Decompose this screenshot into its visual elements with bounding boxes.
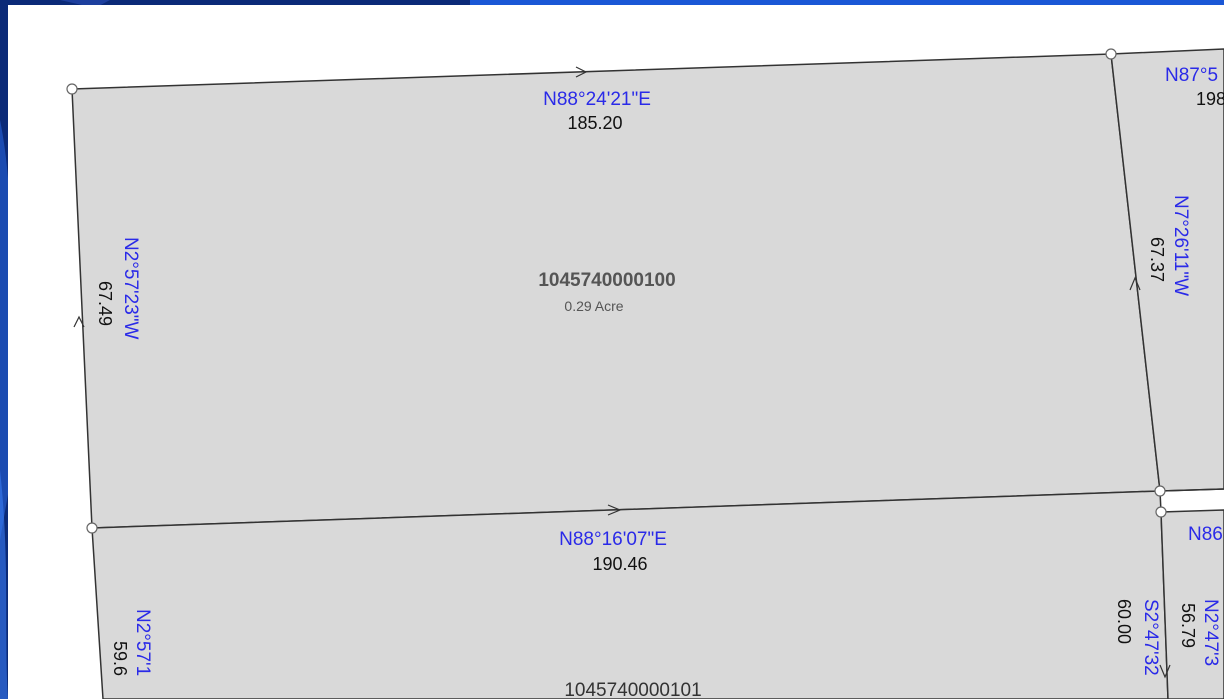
- parcel-2-left-distance-label: 59.6: [110, 641, 130, 677]
- partial-bearing-label: N2°47'3: [1200, 599, 1221, 667]
- direction-arrow: [607, 504, 622, 516]
- parcel-map[interactable]: [8, 5, 1224, 699]
- parcel-shape-east-lower[interactable]: [1160, 509, 1224, 699]
- right-distance-label: 67.37: [1147, 237, 1167, 283]
- right-bearing-label: N7°26'11"W: [1170, 195, 1191, 297]
- parcel-shape-east-upper[interactable]: [1110, 48, 1224, 492]
- parcel-id-label[interactable]: 1045740000101: [564, 680, 702, 699]
- direction-arrow: [73, 315, 85, 328]
- corner-vertex[interactable]: [66, 83, 78, 95]
- bottom-distance-label: 190.46: [592, 554, 648, 574]
- corner-vertex[interactable]: [1155, 506, 1167, 518]
- map-viewport[interactable]: N88°24'21"E 185.20 1045740000100 0.29 Ac…: [8, 5, 1224, 699]
- parcel-shape-1045740000101[interactable]: [91, 490, 1169, 699]
- parcel-2-right-distance-label: 60.00: [1114, 599, 1134, 645]
- partial-bearing-label: N87°5: [1165, 65, 1219, 86]
- partial-bearing-label: N86: [1188, 524, 1223, 545]
- parcel-2-right-bearing-label: S2°47'32: [1140, 599, 1161, 676]
- partial-distance-label: 56.79: [1178, 603, 1198, 649]
- parcel-2-left-bearing-label: N2°57'1: [132, 609, 153, 677]
- corner-vertex[interactable]: [1105, 48, 1117, 60]
- direction-arrow: [1159, 664, 1171, 679]
- left-bearing-label: N2°57'23"W: [120, 237, 141, 340]
- top-distance-label: 185.20: [567, 113, 623, 133]
- direction-arrow: [575, 66, 588, 78]
- bottom-bearing-label: N88°16'07"E: [559, 529, 667, 550]
- corner-vertex[interactable]: [1154, 485, 1166, 497]
- partial-distance-label: 198: [1196, 89, 1224, 109]
- top-bearing-label: N88°24'21"E: [543, 89, 651, 110]
- parcel-area-label: 0.29 Acre: [564, 298, 624, 314]
- parcel-id-label[interactable]: 1045740000100: [538, 270, 676, 291]
- left-distance-label: 67.49: [95, 281, 115, 327]
- direction-arrow: [1129, 276, 1141, 291]
- corner-vertex[interactable]: [86, 522, 98, 534]
